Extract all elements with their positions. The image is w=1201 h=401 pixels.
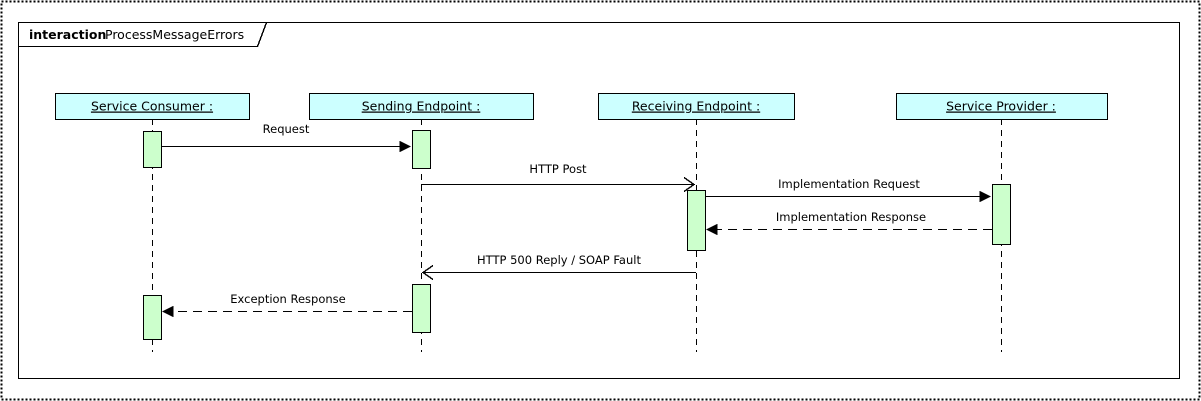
lifeline-head-service-consumer[interactable]	[54, 92, 251, 121]
message-implementation-response[interactable]: Implementation Response	[706, 210, 992, 236]
message-label-3: Implementation Response	[776, 210, 926, 224]
activations-group	[142, 129, 1012, 341]
frame-name-tab	[17, 21, 268, 48]
message-label-4: HTTP 500 Reply / SOAP Fault	[477, 253, 641, 267]
frame-kind-label: interaction	[29, 27, 106, 42]
lifeline-label-receiving-endpoint: Receiving Endpoint :	[632, 99, 760, 114]
message-label-0: Request	[263, 122, 310, 136]
lifeline-head-sending-endpoint[interactable]	[308, 92, 535, 121]
message-request[interactable]: Request	[161, 122, 411, 153]
message-arrowhead-4	[421, 264, 434, 281]
message-exception-response[interactable]: Exception Response	[162, 292, 412, 318]
message-label-1: HTTP Post	[529, 162, 587, 176]
lifeline-label-service-consumer: Service Consumer :	[91, 99, 213, 114]
lifeline-head-receiving-endpoint[interactable]	[597, 92, 796, 121]
frame-border	[17, 21, 1181, 380]
message-arrowhead-5	[162, 305, 174, 318]
lifeline-receiving-endpoint[interactable]: Receiving Endpoint :	[597, 92, 796, 353]
lifeline-head-service-provider[interactable]	[895, 92, 1109, 121]
activation-provider-impl[interactable]	[991, 183, 1012, 246]
interaction-frame: interaction ProcessMessageErrors	[17, 21, 1181, 380]
message-implementation-request[interactable]: Implementation Request	[705, 177, 991, 203]
message-label-5: Exception Response	[230, 292, 345, 306]
message-arrowhead-3	[706, 223, 718, 236]
message-arrowhead-0	[399, 140, 411, 153]
lifeline-service-provider[interactable]: Service Provider :	[895, 92, 1109, 353]
message-arrowhead-1	[683, 176, 696, 193]
message-label-2: Implementation Request	[778, 177, 920, 191]
activation-sending-fault[interactable]	[411, 283, 432, 334]
activation-consumer-exception[interactable]	[142, 294, 163, 341]
lifeline-label-sending-endpoint: Sending Endpoint :	[362, 99, 481, 114]
activation-sending-request[interactable]	[411, 129, 432, 170]
message-arrowhead-2	[979, 190, 991, 203]
message-http-post[interactable]: HTTP Post	[421, 162, 696, 193]
message-http-500-reply[interactable]: HTTP 500 Reply / SOAP Fault	[421, 253, 696, 281]
lifeline-label-service-provider: Service Provider :	[946, 99, 1056, 114]
activation-consumer-request[interactable]	[142, 130, 163, 169]
activation-receiving-impl[interactable]	[686, 189, 707, 252]
frame-name-label: ProcessMessageErrors	[105, 27, 244, 42]
